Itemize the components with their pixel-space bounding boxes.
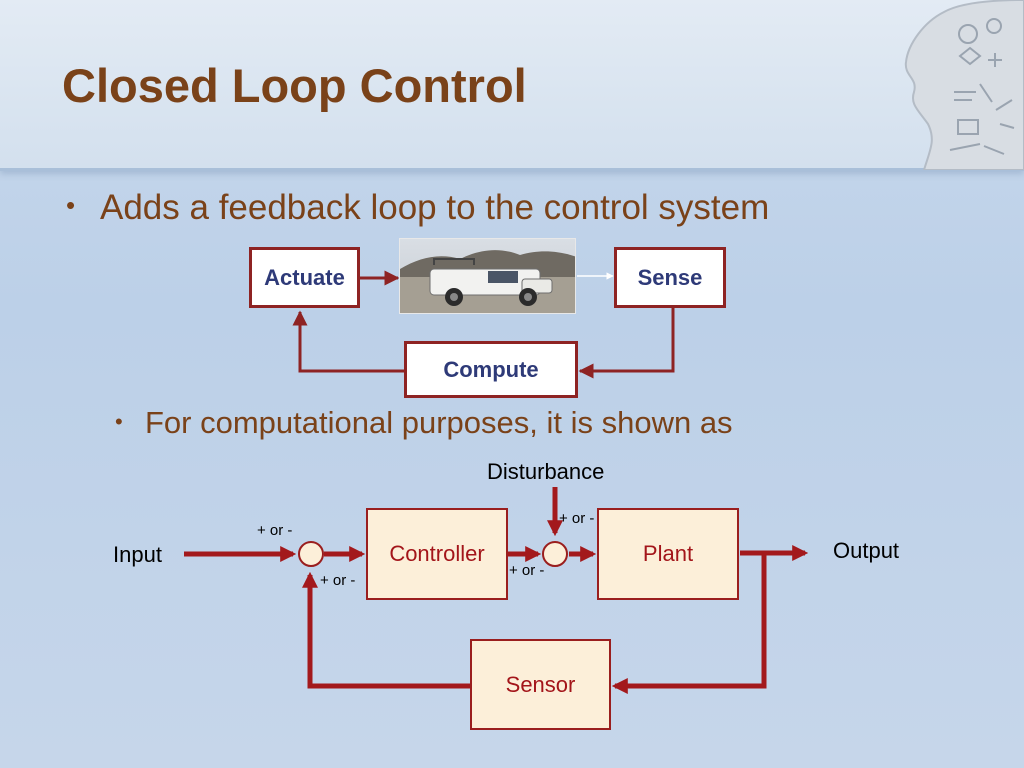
actuate-label: Actuate	[264, 264, 345, 290]
controller-block: Controller	[366, 508, 508, 600]
bullet-computational: • For computational purposes, it is shown…	[115, 405, 733, 441]
disturbance-label: Disturbance	[487, 459, 605, 484]
actuate-box: Actuate	[249, 247, 360, 308]
output-label: Output	[833, 538, 900, 563]
truck-image	[400, 239, 575, 313]
bullet-feedback-loop: • Adds a feedback loop to the control sys…	[66, 188, 769, 228]
slide-title: Closed Loop Control	[62, 59, 527, 112]
vehicle-photo	[399, 238, 576, 314]
sign-label-disturbance-top: + or -	[559, 510, 595, 527]
compute-label: Compute	[443, 356, 539, 382]
compute-box: Compute	[404, 341, 578, 398]
sense-label: Sense	[637, 264, 703, 290]
sensor-block: Sensor	[470, 639, 611, 730]
title-band	[0, 0, 1024, 171]
bullet-marker: •	[115, 409, 123, 434]
sign-label-disturbance-bottom: + or -	[509, 562, 545, 579]
input-label: Input	[113, 542, 162, 567]
controller-label: Controller	[389, 541, 485, 566]
bullet-text: Adds a feedback loop to the control syst…	[100, 188, 770, 227]
bullet-text: For computational purposes, it is shown …	[145, 405, 733, 440]
sign-label-input-bottom: + or -	[320, 572, 356, 589]
plant-block: Plant	[597, 508, 739, 600]
sign-label-input-top: + or -	[257, 522, 293, 539]
sense-box: Sense	[614, 247, 726, 308]
plant-label: Plant	[642, 541, 694, 566]
decorative-head-sketch-icon	[904, 0, 1024, 170]
summing-junction-input	[298, 541, 324, 567]
sensor-label: Sensor	[505, 671, 576, 697]
bullet-marker: •	[66, 190, 76, 220]
summing-junction-disturbance	[542, 541, 568, 567]
